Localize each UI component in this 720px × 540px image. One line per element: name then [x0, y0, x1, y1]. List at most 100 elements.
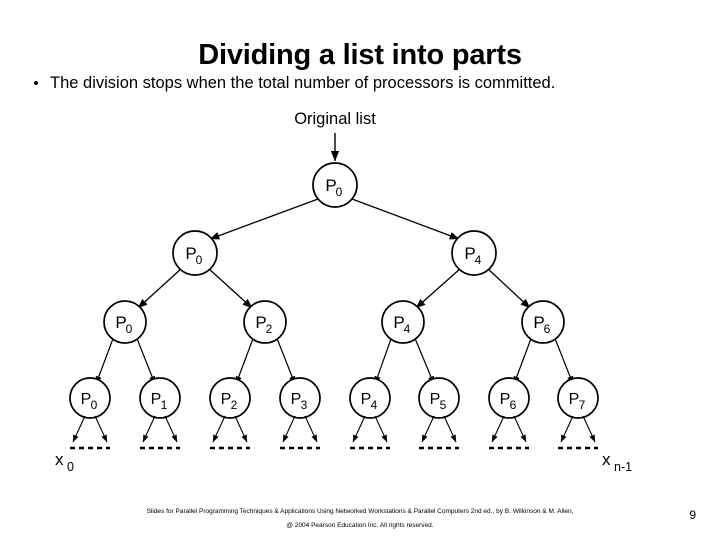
tree-edge: [553, 335, 574, 385]
node-circle: [312, 162, 358, 208]
tree-node-p4: P4: [381, 300, 425, 344]
node-circle: [69, 377, 111, 419]
page-title: Dividing a list into parts: [198, 39, 522, 71]
leaf-fanout-arrow: [94, 415, 108, 443]
left-data-label: x 0: [55, 450, 74, 474]
node-label-subscript: 5: [440, 398, 447, 412]
tree-node-p0: P0: [103, 300, 147, 344]
tree-edge: [351, 198, 460, 240]
leaf-fanout-arrow: [582, 415, 596, 443]
node-label-base: P: [430, 391, 441, 408]
right-data-label: x n-1: [602, 450, 632, 474]
leaf-fanout-p3: [280, 415, 320, 450]
node-label-base: P: [464, 244, 475, 263]
node-label-subscript: 6: [510, 398, 517, 412]
node-label-subscript: 3: [301, 398, 308, 412]
node-label-base: P: [533, 313, 544, 332]
node-circle: [488, 377, 530, 419]
node-label-subscript: 4: [475, 253, 482, 267]
tree-edge: [235, 335, 255, 385]
leaf-fanout-p5: [419, 415, 459, 450]
node-label-base: P: [151, 391, 162, 408]
footer-line-1: Slides for Parallel Programming Techniqu…: [146, 508, 574, 515]
left-data-label-subscript: 0: [67, 460, 74, 474]
node-label-subscript: 1: [161, 398, 168, 412]
right-data-label-subscript: n-1: [614, 460, 632, 474]
leaf-fanout-arrow: [443, 415, 457, 443]
node-label-subscript: 0: [91, 398, 98, 412]
node-label-base: P: [255, 313, 266, 332]
leaf-fanout-arrow: [374, 415, 388, 443]
node-label-base: P: [500, 391, 511, 408]
node-label-subscript: 0: [126, 322, 133, 336]
tree-node-p6: P6: [521, 300, 565, 344]
page-number: 9: [689, 508, 696, 522]
node-circle: [139, 377, 181, 419]
leaf-fanout-p0: [70, 415, 110, 450]
leaf-fanout-p7: [558, 415, 598, 450]
node-circle: [349, 377, 391, 419]
node-circle: [521, 300, 565, 344]
node-circle: [418, 377, 460, 419]
node-label-base: P: [325, 176, 336, 195]
tree-edge: [137, 267, 183, 309]
bullet-text: The division stops when the total number…: [50, 74, 556, 92]
leaf-fanout-arrow: [513, 415, 527, 443]
node-circle: [103, 300, 147, 344]
footer-line-2: @ 2004 Pearson Education Inc. All rights…: [286, 522, 434, 529]
node-label-base: P: [115, 313, 126, 332]
leaf-fanout-layer: [70, 415, 598, 450]
node-circle: [209, 377, 251, 419]
node-label-subscript: 4: [404, 322, 411, 336]
node-label-base: P: [81, 391, 92, 408]
tree-node-p2: P2: [243, 300, 287, 344]
node-label-subscript: 4: [371, 398, 378, 412]
tree-edges-level-1-to-2: [137, 267, 531, 309]
leaf-fanout-p1: [140, 415, 180, 450]
node-label-subscript: 2: [266, 322, 273, 336]
leaf-fanout-arrow: [282, 415, 296, 443]
node-label-subscript: 0: [196, 253, 203, 267]
node-label-subscript: 6: [544, 322, 551, 336]
node-label-subscript: 2: [231, 398, 238, 412]
tree-node-p4: P4: [451, 230, 497, 276]
leaf-fanout-p2: [210, 415, 250, 450]
tree-edge: [413, 335, 435, 385]
left-data-label-base: x: [55, 450, 64, 469]
footer-credit: Slides for Parallel Programming Techniqu…: [0, 505, 720, 533]
leaf-fanout-arrow: [142, 415, 156, 443]
leaf-fanout-arrow: [304, 415, 318, 443]
node-label-base: P: [221, 391, 232, 408]
tree-edge: [374, 335, 393, 385]
node-label-base: P: [361, 391, 372, 408]
tree-edge: [513, 335, 533, 385]
leaf-fanout-arrow: [72, 415, 86, 443]
leaf-fanout-p6: [489, 415, 529, 450]
leaf-fanout-arrow: [234, 415, 248, 443]
tree-edge: [486, 267, 531, 309]
node-circle: [557, 377, 599, 419]
node-circle: [381, 300, 425, 344]
right-data-label-base: x: [602, 450, 611, 469]
node-circle: [279, 377, 321, 419]
leaf-fanout-arrow: [491, 415, 505, 443]
tree-edge: [275, 335, 296, 385]
node-circle: [451, 230, 497, 276]
bullet-marker: •: [33, 75, 39, 92]
leaf-fanout-arrow: [352, 415, 366, 443]
original-list-label: Original list: [294, 110, 376, 128]
node-circle: [172, 230, 218, 276]
tree-edge: [207, 267, 253, 309]
tree-edge: [95, 335, 115, 385]
leaf-fanout-arrow: [560, 415, 574, 443]
bullet-item: • The division stops when the total numb…: [22, 73, 698, 94]
